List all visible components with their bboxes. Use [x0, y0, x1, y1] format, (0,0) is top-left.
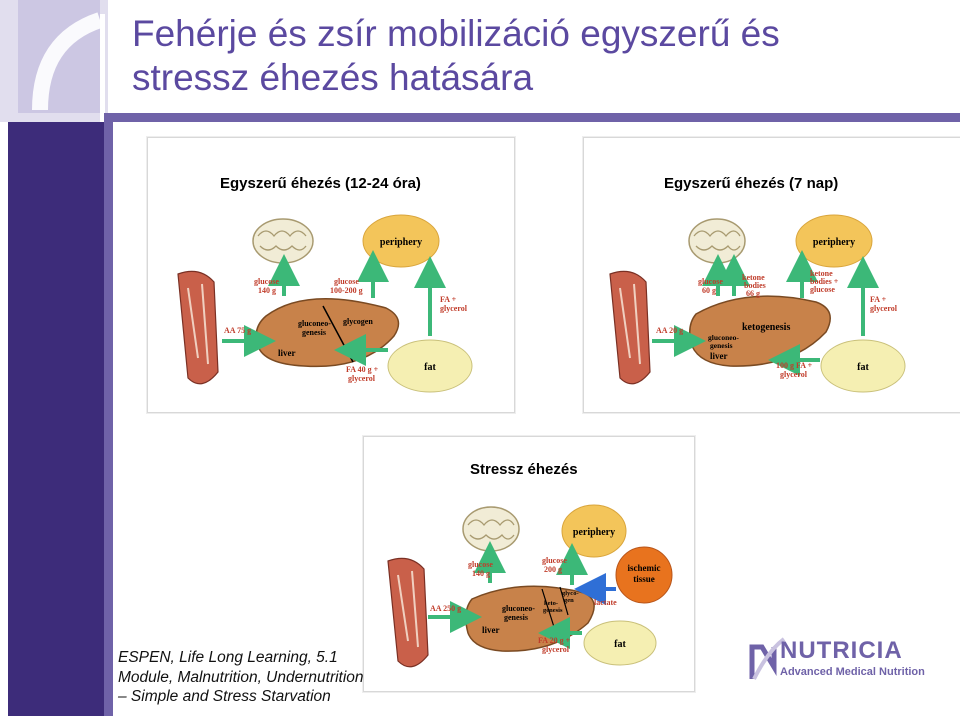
lactate-label: lactate — [594, 598, 617, 607]
citation-line-3: – Simple and Stress Starvation — [118, 688, 331, 705]
brain-icon — [688, 218, 746, 264]
ketone-mid-1: ketone — [742, 273, 765, 282]
title-line-2: stressz éhezés hatására — [132, 57, 534, 98]
aa-label: AA 250 g — [430, 604, 461, 613]
glucose-right-1: glucose — [334, 277, 359, 286]
ketone-right-1: ketone — [810, 269, 833, 278]
citation: ESPEN, Life Long Learning, 5.1 Module, M… — [118, 648, 364, 707]
fa-up-2: glycerol — [440, 304, 468, 313]
ketone-mid-2: bodies — [744, 281, 766, 290]
gluconeo-line1: gluconeo- — [708, 333, 739, 342]
liver-label: liver — [710, 351, 728, 361]
liver-label: liver — [278, 348, 296, 358]
glyco-line1: glyco- — [562, 590, 579, 597]
diagram-stress: Stressz éhezés periphery ischemic tissue… — [387, 461, 673, 668]
aa-label: AA 20 g — [656, 326, 683, 335]
nutricia-logo: NUTRICIA Advanced Medical Nutrition — [748, 635, 928, 687]
fa-in-2: glycerol — [348, 374, 376, 383]
diagram-simple-long: Egyszerű éhezés (7 nap) periphery ketoge… — [609, 175, 906, 393]
logo-tagline: Advanced Medical Nutrition — [780, 666, 925, 678]
slide-title: Fehérje és zsír mobilizáció egyszerű és … — [132, 12, 952, 100]
glucose-right-1: glucose — [542, 556, 567, 565]
glycogen-label: glycogen — [343, 317, 373, 326]
aa-label: AA 75 g — [224, 326, 251, 335]
panel-simple-short: Egyszerű éhezés (12-24 óra) periphery li… — [147, 137, 515, 413]
glucose-left-1: glucose — [254, 277, 279, 286]
periphery-label: periphery — [380, 237, 422, 248]
gluconeo-line2: genesis — [504, 613, 528, 622]
fat-label: fat — [424, 362, 436, 373]
fat-circle — [387, 339, 473, 393]
glucose-left-2: 140 g — [472, 569, 490, 578]
gluconeo-line1: gluconeo- — [502, 604, 535, 613]
liver-label: liver — [482, 625, 500, 635]
ketone-right-3: glucose — [810, 285, 835, 294]
brain-icon — [462, 506, 520, 552]
title-line-1: Fehérje és zsír mobilizáció egyszerű és — [132, 13, 780, 54]
fa-in-2: glycerol — [542, 645, 570, 654]
fa-in-1: FA 40 g + — [346, 365, 379, 374]
diagram-simple-short: Egyszerű éhezés (12-24 óra) periphery li… — [177, 175, 473, 393]
periphery-label: periphery — [813, 237, 855, 248]
panel-stress: Stressz éhezés periphery ischemic tissue… — [363, 436, 695, 692]
ketone-mid-3: 66 g — [746, 289, 760, 298]
fat-circle — [820, 339, 906, 393]
periphery-label: periphery — [573, 527, 615, 538]
muscle-icon — [177, 270, 219, 385]
keto-line1: keto- — [544, 600, 558, 607]
ischemic-line2: tissue — [633, 574, 655, 584]
panel3-heading: Stressz éhezés — [470, 461, 578, 478]
fa-in-1: FA 20 g + — [538, 636, 571, 645]
fa-up-1: FA + — [870, 295, 887, 304]
muscle-icon — [387, 557, 429, 668]
gluconeo-line1: gluconeo- — [298, 319, 331, 328]
glucose-left-1: glucose — [468, 560, 493, 569]
ischemic-tissue-circle — [615, 546, 673, 604]
gluconeo-line2: genesis — [710, 341, 733, 350]
keto-line2: genesis — [543, 607, 563, 614]
glyco-line2: gen — [564, 597, 574, 604]
logo-name: NUTRICIA — [780, 637, 903, 664]
panel1-heading: Egyszerű éhezés (12-24 óra) — [220, 175, 421, 192]
muscle-icon — [609, 270, 651, 385]
fa-up-1: FA + — [440, 295, 457, 304]
panel-simple-long: Egyszerű éhezés (7 nap) periphery ketoge… — [583, 137, 960, 413]
gluconeo-line2: genesis — [302, 328, 326, 337]
liver-divider-2 — [559, 586, 569, 616]
panel2-heading: Egyszerű éhezés (7 nap) — [664, 175, 838, 192]
glucose-left-2: 60 g — [702, 286, 716, 295]
fa-up-2: glycerol — [870, 304, 898, 313]
glucose-left-1: glucose — [698, 277, 723, 286]
glucose-left-2: 140 g — [258, 286, 276, 295]
fat-circle — [583, 620, 657, 666]
citation-line-1: ESPEN, Life Long Learning, 5.1 — [118, 649, 338, 666]
fat-label: fat — [857, 362, 869, 373]
ischemic-line1: ischemic — [628, 563, 661, 573]
ketone-right-2: bodies + — [810, 277, 839, 286]
glucose-right-2: 200 g — [544, 565, 562, 574]
citation-line-2: Module, Malnutrition, Undernutrition — [118, 668, 364, 686]
fat-label: fat — [614, 639, 626, 650]
fa-in-1: 100 g FA + — [776, 361, 813, 370]
brain-icon — [252, 218, 314, 264]
glucose-right-2: 100-200 g — [330, 286, 363, 295]
fa-in-2: glycerol — [780, 370, 808, 379]
nutricia-n-logo — [749, 637, 786, 680]
ketogenesis-label: ketogenesis — [742, 322, 790, 333]
